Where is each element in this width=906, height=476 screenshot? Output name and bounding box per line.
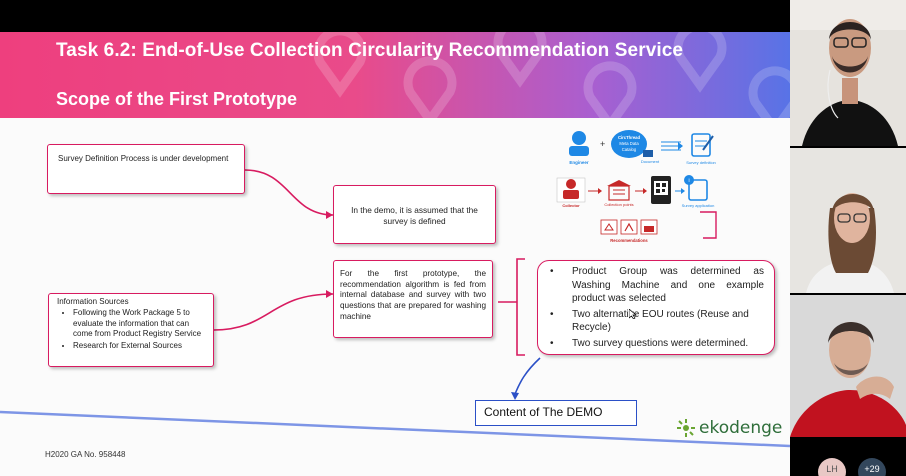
document-icon — [643, 150, 653, 157]
presentation-slide: Task 6.2: End-of-Use Collection Circular… — [0, 32, 790, 476]
list-item: Product Group was determined as Washing … — [548, 265, 764, 306]
participant-video — [790, 148, 906, 293]
list-item: Two alternative EOU routes (Reuse and Re… — [548, 308, 764, 335]
catalog-icon: CircThread Meta Data Catalog — [611, 130, 647, 158]
results-list: Product Group was determined as Washing … — [548, 265, 764, 350]
participant-video-panel — [790, 0, 906, 476]
participant-video — [790, 295, 906, 437]
engineer-icon — [569, 131, 589, 156]
clipboard-icon — [692, 134, 713, 156]
grant-footer: H2020 GA No. 958448 — [45, 450, 126, 459]
document-label: Document — [641, 159, 660, 164]
survey-application-icon: i — [684, 175, 707, 200]
recommendations-label: Recommendations — [610, 238, 648, 243]
information-sources-heading: Information Sources — [57, 297, 205, 307]
survey-definition-box: Survey Definition Process is under devel… — [47, 144, 245, 194]
participant-video-tile[interactable] — [790, 148, 906, 293]
catalog-line: Meta Data — [619, 141, 639, 146]
collection-points-label: Collection points — [604, 202, 633, 207]
first-prototype-box: For the first prototype, the recommendat… — [333, 260, 493, 338]
recommendations-icons — [601, 220, 657, 234]
participant-video-tile[interactable] — [790, 0, 906, 146]
process-diagram: Engineer + CircThread Meta Data Catalog … — [555, 128, 725, 246]
demo-assumption-box: In the demo, it is assumed that the surv… — [333, 185, 496, 244]
list-item: Following the Work Package 5 to evaluate… — [73, 308, 205, 339]
list-item: Two survey questions were determined. — [548, 337, 764, 351]
plus-sign: + — [600, 139, 605, 149]
survey-application-label: Survey application — [682, 203, 715, 208]
collector-icon — [557, 178, 585, 202]
survey-definition-label: Survey definition — [686, 160, 716, 165]
information-sources-box: Information Sources Following the Work P… — [48, 293, 214, 367]
leaf-logo-icon — [676, 418, 696, 438]
information-sources-list: Following the Work Package 5 to evaluate… — [57, 308, 205, 351]
mouse-cursor-icon — [629, 309, 637, 319]
catalog-line: Catalog — [622, 147, 637, 152]
results-box: Product Group was determined as Washing … — [537, 260, 775, 355]
phone-qr-icon — [651, 176, 671, 204]
info-glyph: i — [688, 178, 689, 184]
participant-video-tile[interactable] — [790, 295, 906, 437]
ekodenge-logo: ekodenge — [676, 418, 782, 438]
demo-content-box: Content of The DEMO — [475, 400, 637, 426]
connectors — [0, 32, 790, 476]
participant-video — [790, 0, 906, 146]
building-icon — [607, 180, 631, 200]
logo-text: ekodenge — [699, 418, 782, 438]
engineer-label: Engineer — [569, 160, 589, 165]
top-black-bar — [0, 0, 790, 32]
list-item: Research for External Sources — [73, 341, 205, 351]
collector-label: Collector — [562, 203, 580, 208]
catalog-line: CircThread — [618, 135, 641, 140]
